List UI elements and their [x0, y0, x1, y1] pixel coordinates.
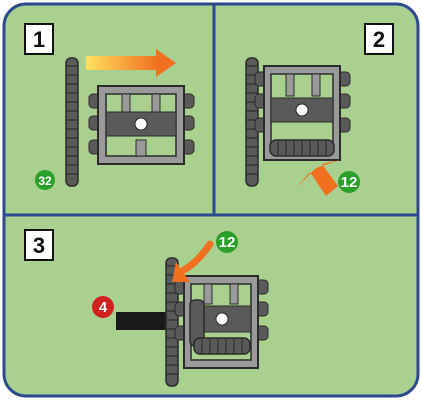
gear-12-icon — [189, 299, 251, 355]
differential-housing-icon — [88, 85, 195, 165]
gear-32-icon — [65, 57, 79, 187]
step-2-number-tile — [364, 23, 394, 55]
gear-32-icon — [245, 57, 259, 187]
gear-badge-label-step-1: 32 — [38, 174, 52, 188]
gradient-right-arrow-icon — [86, 49, 176, 77]
orange-diagonal-arrow-icon — [296, 160, 340, 196]
step-2-number: 2 — [373, 27, 385, 52]
gear-count-badge-12 — [338, 171, 360, 193]
step-1-panel: 1 32 — [24, 23, 195, 190]
step-1-number: 1 — [33, 27, 45, 52]
differential-housing-icon — [254, 65, 351, 161]
step-3-number: 3 — [33, 233, 45, 258]
gear-12-icon — [269, 139, 335, 157]
step-3-panel: 3 4 — [24, 229, 269, 387]
axle-4-icon — [116, 312, 178, 330]
gear-count-badge-32 — [35, 170, 55, 190]
axle-badge-label: 4 — [99, 299, 108, 316]
axle-length-badge-4 — [92, 296, 114, 318]
gear-badge-label-step-3: 12 — [219, 234, 236, 251]
step-2-panel: 2 — [245, 23, 394, 196]
step-3-number-tile — [24, 229, 54, 261]
orange-curved-arrow-icon — [172, 240, 214, 282]
step-1-number-tile — [24, 23, 54, 55]
gear-count-badge-12 — [216, 231, 238, 253]
gear-badge-label-step-2: 12 — [341, 174, 358, 191]
